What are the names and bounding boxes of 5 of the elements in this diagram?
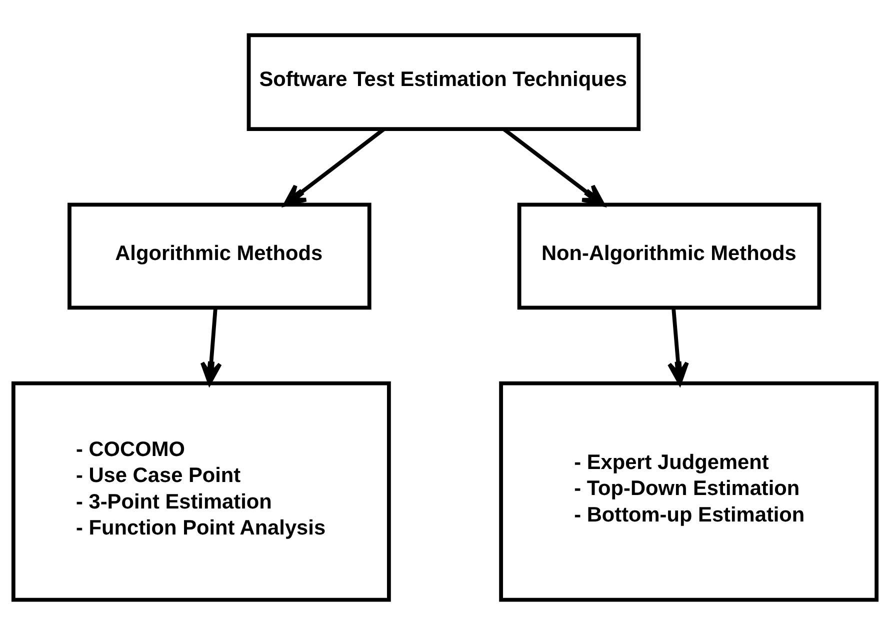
node-box: - COCOMO - Use Case Point - 3-Point Estimation - Function Point Analysis xyxy=(11,380,391,602)
node-box: Algorithmic Methods xyxy=(68,202,372,310)
node-box: Non-Algorithmic Methods xyxy=(517,202,822,310)
node-box: Software Test Estimation Techniques xyxy=(246,32,641,131)
node-box: - Expert Judgement - Top-Down Estimation - Bottom-up Estimation xyxy=(499,380,879,602)
